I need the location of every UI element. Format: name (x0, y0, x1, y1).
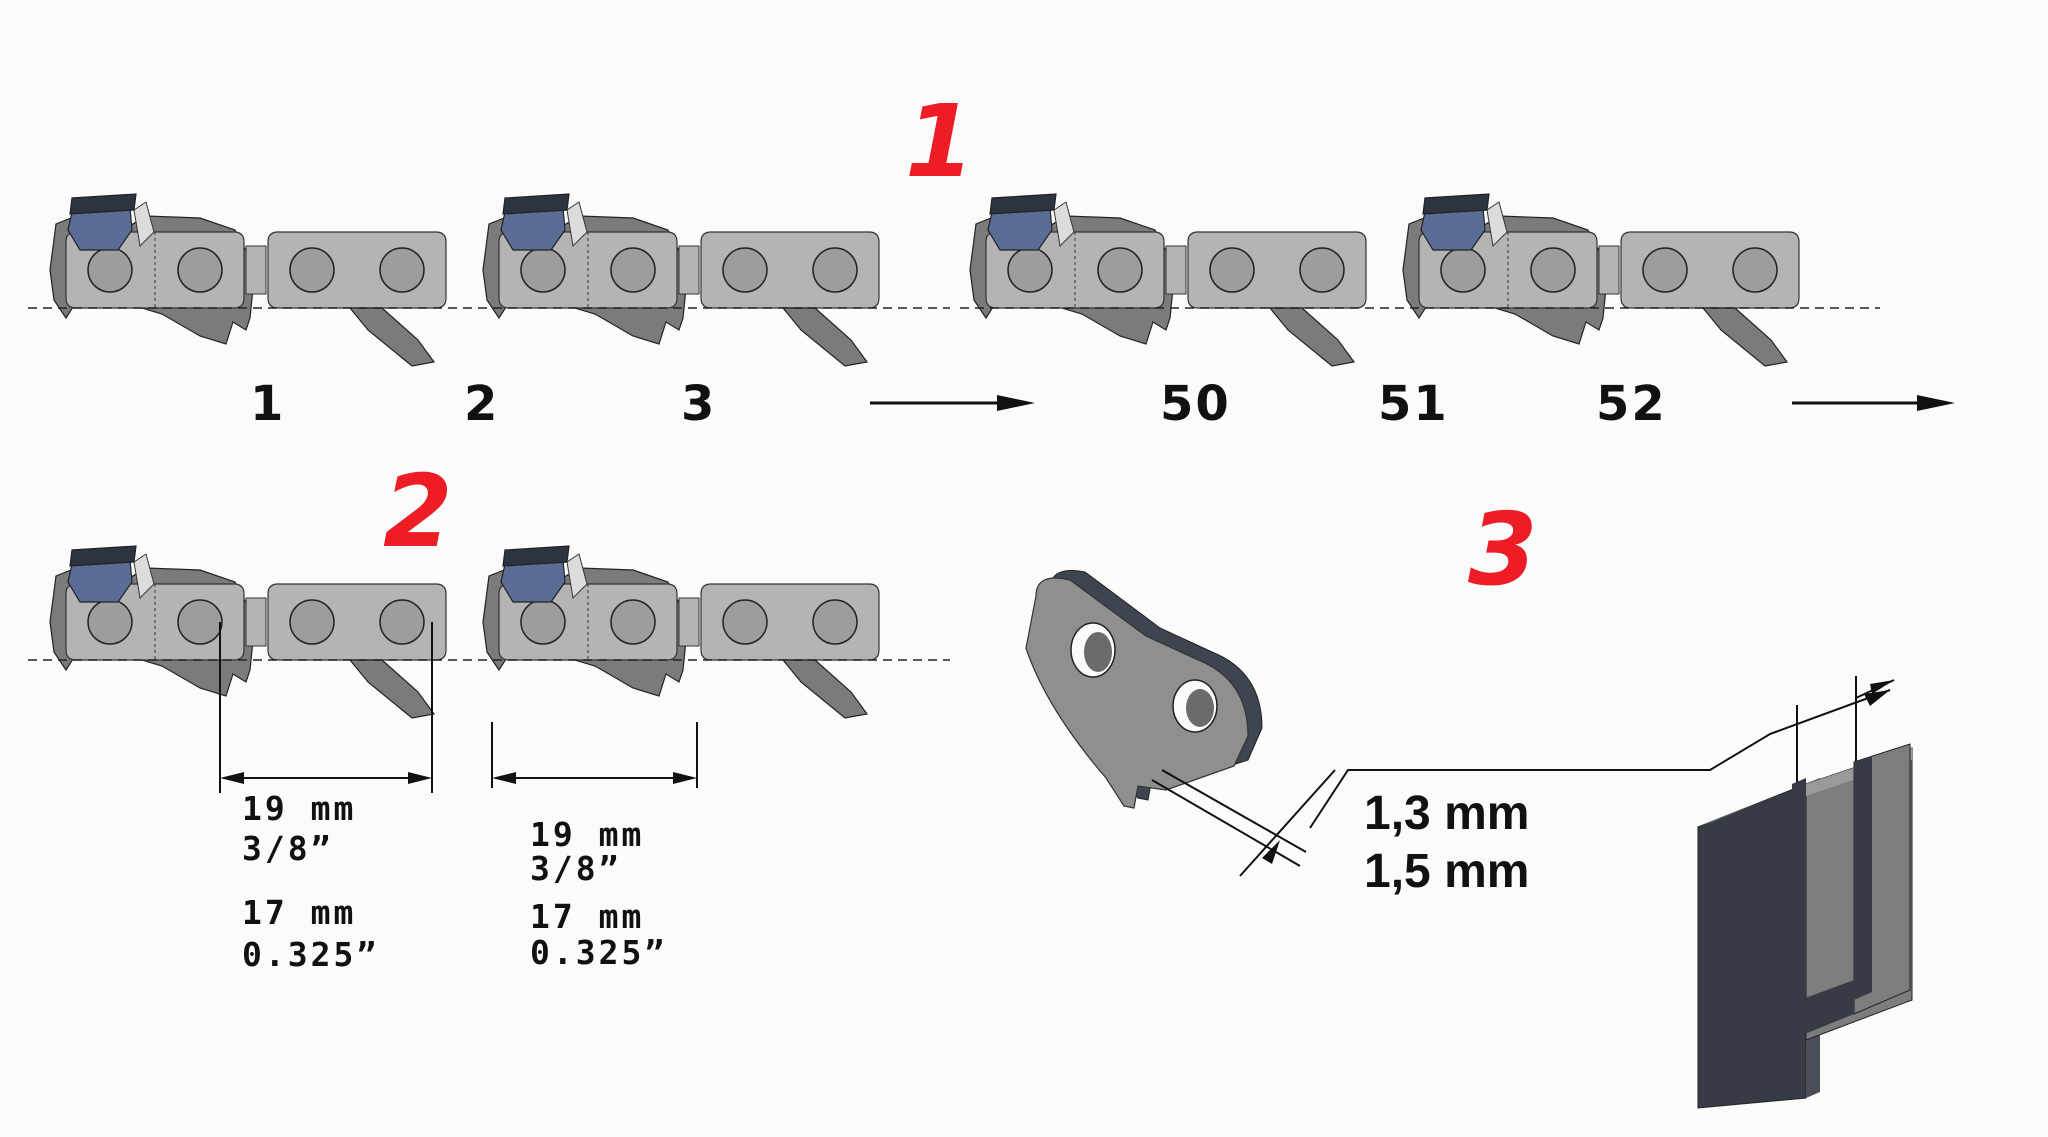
pitch-metric-label: 19 mm (530, 815, 645, 854)
gauge-label: 1,3 mm (1364, 787, 1530, 840)
gauge-dimension (1151, 676, 1895, 877)
chainsaw-chain-icon (482, 545, 880, 719)
chainsaw-chain-icon (969, 193, 1367, 367)
chainsaw-chain-icon (49, 193, 447, 367)
link-count-label: 2 (464, 376, 500, 432)
pitch-dimension (219, 622, 433, 793)
bar-groove-icon (1697, 743, 1913, 1109)
pitch-dimension (491, 722, 698, 788)
pitch-metric-alt-label: 17 mm (530, 897, 645, 936)
pitch-imperial-label: 3/8” (242, 829, 334, 868)
chainsaw-chain-icon (482, 193, 880, 367)
pitch-imperial-alt-label: 0.325” (530, 933, 668, 972)
chainsaw-chain-icon (1402, 193, 1800, 367)
link-count-label: 51 (1378, 376, 1449, 432)
arrow-right-icon (1792, 395, 1955, 411)
arrow-right-icon (870, 395, 1035, 411)
gauge-label: 1,5 mm (1364, 845, 1530, 898)
saw-chain-segment (28, 545, 950, 719)
chainsaw-chain-icon (49, 545, 447, 719)
pitch-metric-alt-label: 17 mm (242, 893, 357, 932)
link-count-label: 1 (250, 376, 286, 432)
link-count-label: 3 (681, 376, 717, 432)
link-count-label: 50 (1160, 376, 1231, 432)
section-number-3: 3 (1468, 491, 1538, 608)
pitch-imperial-alt-label: 0.325” (242, 935, 380, 974)
section-number-1: 1 (905, 83, 975, 200)
pitch-imperial-label: 3/8” (530, 849, 622, 888)
pitch-metric-label: 19 mm (242, 789, 357, 828)
saw-chain-segment (960, 193, 1880, 367)
section-number-2: 2 (383, 453, 453, 570)
saw-chain-segment (28, 193, 950, 367)
link-count-label: 52 (1596, 376, 1667, 432)
drive-link-icon (1025, 570, 1263, 809)
